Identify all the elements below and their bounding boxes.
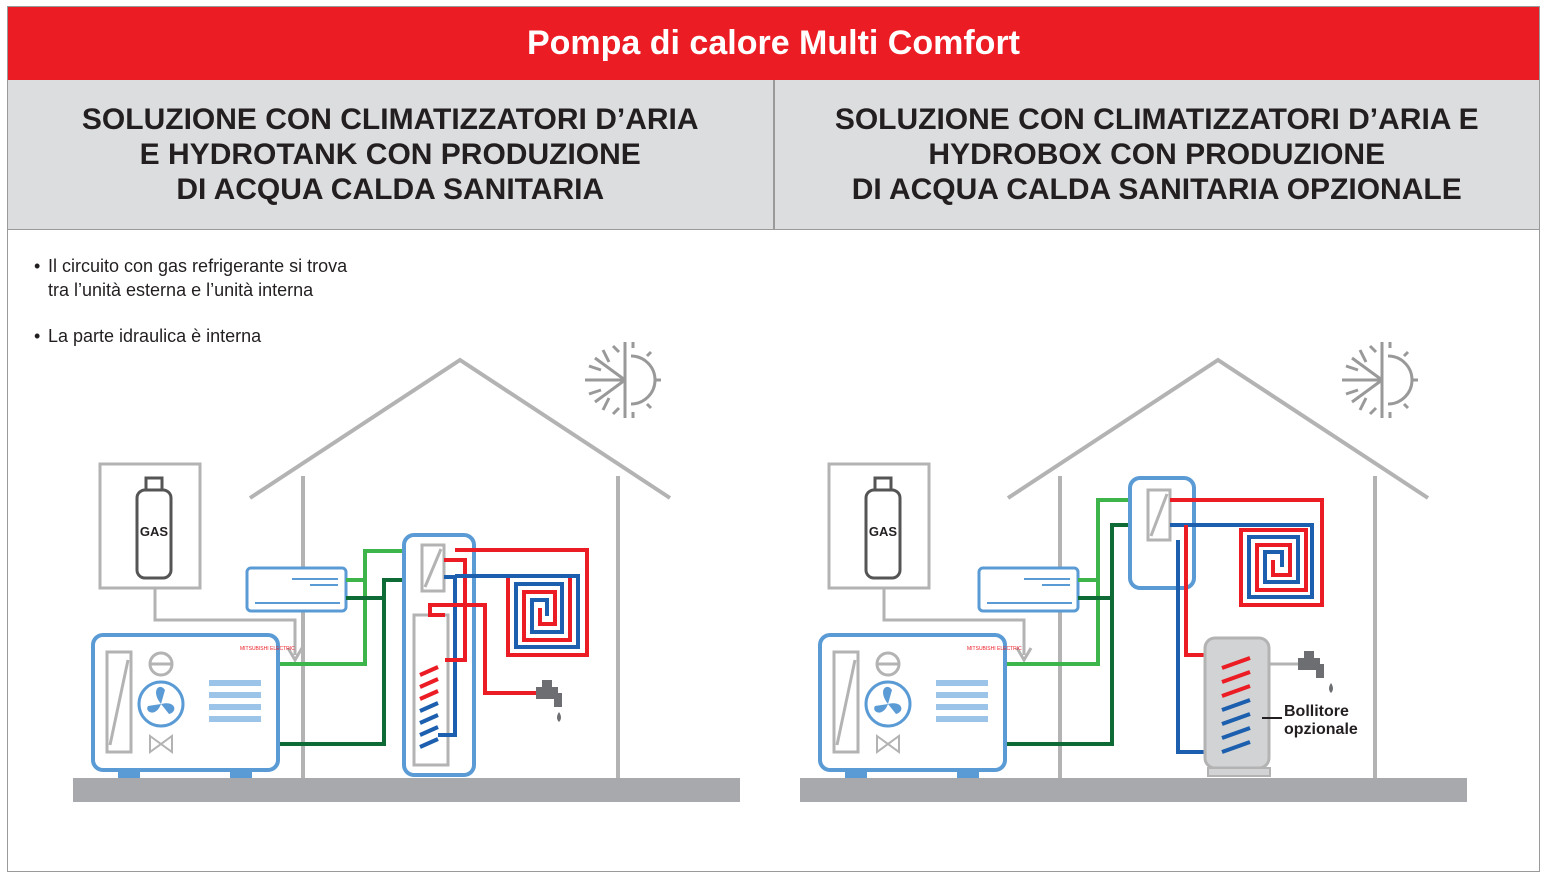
brand-logo-left: MITSUBISHI ELECTRIC <box>240 646 295 652</box>
left-scene: GAS MITSUBISHI ELECTRIC <box>73 340 740 802</box>
page-title: Pompa di calore Multi Comfort <box>8 7 1539 80</box>
house-roof-left <box>248 357 672 500</box>
gas-line-right <box>882 588 1026 655</box>
panel-heading-left-text: SOLUZIONE CON CLIMATIZZATORI D’ARIA E HY… <box>81 103 699 206</box>
panel-heading-right: SOLUZIONE CON CLIMATIZZATORI D’ARIA E HY… <box>775 80 1540 229</box>
radiant-coil-blue-left <box>455 574 580 649</box>
ground-left <box>73 778 740 802</box>
vent-grille-icon <box>209 680 261 722</box>
dhw-pipe-left <box>428 603 540 695</box>
boiler-label-line2: opzionale <box>1284 721 1358 738</box>
gas-valve-icon <box>144 476 164 492</box>
brand-logo-right: MITSUBISHI ELECTRIC <box>967 646 1022 652</box>
radiant-coil-red-left <box>455 548 589 657</box>
gas-arrow-icon <box>286 647 304 663</box>
water-tap-icon <box>1298 651 1333 693</box>
outdoor-unit-left <box>91 633 280 772</box>
ground-right <box>800 778 1467 802</box>
radiant-coil-red-right <box>1170 498 1324 607</box>
valve-icon <box>149 734 173 754</box>
panel-heading-right-text: SOLUZIONE CON CLIMATIZZATORI D’ARIA E HY… <box>834 103 1479 206</box>
right-scene: GAS MITSUBISHI ELECTRIC <box>800 340 1467 802</box>
valve-icon <box>876 734 900 754</box>
gas-label-right: GAS <box>869 524 898 539</box>
gas-arrow-icon <box>1015 647 1033 663</box>
indoor-ac-unit-left <box>245 566 348 613</box>
radiant-coil-blue-right <box>1170 523 1314 599</box>
vent-grille-icon <box>936 680 988 722</box>
panel-heading-left: SOLUZIONE CON CLIMATIZZATORI D’ARIA E HY… <box>8 80 775 229</box>
boiler-label-line1: Bollitore <box>1284 703 1349 720</box>
sun-snowflake-icon <box>583 340 663 420</box>
bullet-text-2: La parte idraulica è interna <box>48 326 262 346</box>
gas-line-left <box>153 588 297 655</box>
fan-icon <box>864 680 912 728</box>
bullet-item: •Il circuito con gas refrigerante si tro… <box>34 256 348 300</box>
gas-valve-icon <box>873 476 893 492</box>
panel-headings: SOLUZIONE CON CLIMATIZZATORI D’ARIA E HY… <box>8 80 1539 230</box>
fan-icon <box>137 680 185 728</box>
bullet-item: •La parte idraulica è interna <box>34 326 262 346</box>
bullet-list: •Il circuito con gas refrigerante si tro… <box>34 254 347 370</box>
outdoor-unit-right <box>818 633 1007 772</box>
gas-label-left: GAS <box>140 524 169 539</box>
house-roof-right <box>1006 357 1430 500</box>
bullet-text-1: Il circuito con gas refrigerante si trov… <box>48 256 348 300</box>
water-tap-icon <box>536 680 562 722</box>
sun-snowflake-icon <box>1340 340 1420 420</box>
indoor-ac-unit-right <box>977 566 1080 613</box>
